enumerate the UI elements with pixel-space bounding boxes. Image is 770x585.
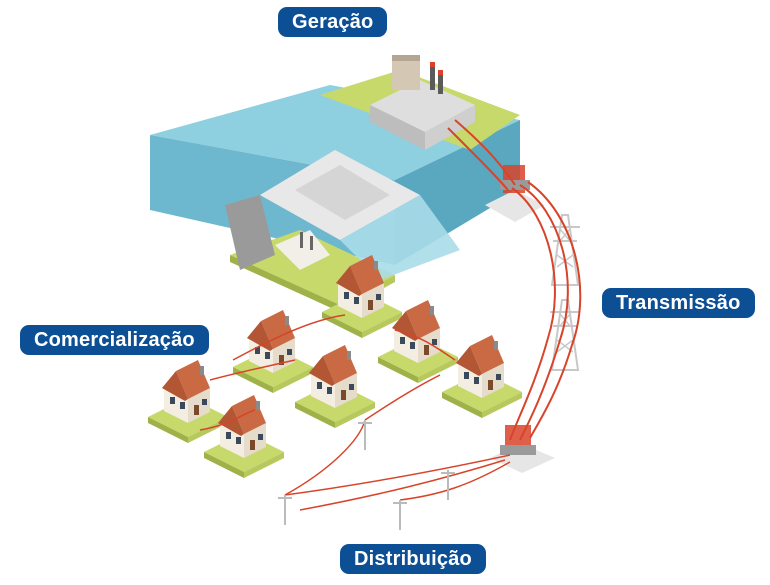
house-icon — [295, 345, 375, 428]
label-distribuicao: Distribuição — [340, 544, 486, 574]
label-comercializacao: Comercialização — [20, 325, 209, 355]
house-icon — [148, 360, 228, 443]
house-icon — [442, 335, 522, 418]
utility-pole-icon — [357, 419, 373, 451]
utility-pole-icon — [277, 494, 293, 526]
house-icon — [233, 310, 313, 393]
distribution-lines — [199, 314, 511, 511]
power-plant-icon — [370, 55, 475, 150]
house-icon — [204, 395, 284, 478]
utility-pole-icon — [392, 499, 408, 531]
substation-icon — [490, 425, 555, 473]
transmission-lines — [447, 119, 582, 441]
label-geracao: Geração — [278, 7, 388, 37]
label-transmissao: Transmissão — [602, 288, 755, 318]
